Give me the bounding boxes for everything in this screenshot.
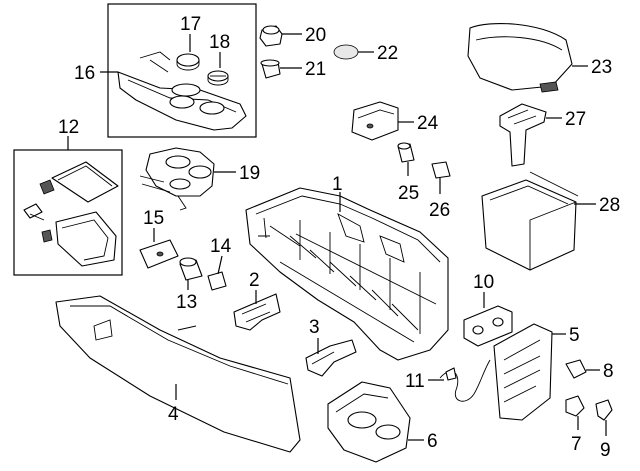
part-rear-bin-28[interactable] [481, 171, 579, 271]
part-bracket-27[interactable] [499, 103, 547, 167]
part-socket-13[interactable] [179, 257, 203, 281]
callout-17: 17 [180, 14, 201, 35]
part-cap-21[interactable] [260, 59, 281, 79]
callout-2: 2 [249, 270, 260, 291]
callout-19: 19 [239, 163, 260, 184]
callout-15: 15 [143, 208, 164, 229]
callout-20: 20 [305, 25, 326, 46]
part-bin-fastener[interactable] [23, 203, 45, 221]
leader-14 [217, 255, 223, 275]
part-wiring-harness-11[interactable] [439, 359, 491, 402]
part-cup-insert-17[interactable] [176, 53, 200, 71]
part-side-panel-4[interactable] [55, 295, 301, 453]
callout-5: 5 [569, 325, 580, 346]
callout-21: 21 [305, 59, 326, 80]
callout-1: 1 [332, 174, 343, 195]
part-clip-26[interactable] [431, 161, 451, 179]
part-front-trim-5[interactable] [493, 323, 553, 421]
callout-25: 25 [398, 183, 419, 204]
callout-11: 11 [405, 371, 425, 392]
callout-26: 26 [429, 200, 450, 221]
callout-7: 7 [571, 434, 582, 455]
callout-8: 8 [603, 361, 614, 382]
callout-14: 14 [210, 236, 232, 257]
callout-4: 4 [168, 404, 179, 425]
part-key-9[interactable] [595, 399, 613, 421]
callout-24: 24 [417, 113, 439, 134]
callout-3: 3 [309, 317, 320, 338]
callout-18: 18 [209, 32, 230, 53]
part-switch-15[interactable] [139, 239, 179, 269]
part-cupholder-bezel[interactable] [139, 147, 215, 211]
callout-13: 13 [176, 292, 197, 313]
part-bracket-3[interactable] [305, 339, 357, 377]
part-button-25[interactable] [397, 142, 415, 163]
callout-10: 10 [473, 272, 494, 293]
part-bin-lid[interactable] [39, 161, 119, 203]
part-bin-tray[interactable] [41, 211, 117, 267]
callout-6: 6 [427, 431, 438, 452]
part-knob-20[interactable] [259, 25, 283, 47]
part-clip-14[interactable] [207, 271, 227, 291]
callout-23: 23 [591, 57, 612, 78]
part-bracket-2[interactable] [233, 293, 281, 331]
part-control-module-10[interactable] [463, 305, 513, 347]
part-cup-insert-18[interactable] [207, 70, 229, 86]
callout-27: 27 [565, 109, 586, 130]
callout-9: 9 [600, 440, 611, 461]
part-armrest-lid[interactable] [467, 22, 573, 93]
callout-22: 22 [377, 43, 398, 64]
callout-16: 16 [74, 63, 95, 84]
part-console-body[interactable] [245, 187, 449, 361]
inset-box-cupholder [107, 3, 257, 138]
part-cupholder-insert-6[interactable] [327, 381, 411, 463]
part-cupholder-tray[interactable] [117, 51, 247, 131]
part-plug-8[interactable] [565, 359, 587, 379]
callout-12: 12 [58, 117, 79, 138]
part-knob-7[interactable] [565, 395, 585, 417]
callout-28: 28 [599, 195, 620, 216]
part-latch-24[interactable] [351, 101, 399, 141]
part-disc-22[interactable] [333, 44, 359, 60]
